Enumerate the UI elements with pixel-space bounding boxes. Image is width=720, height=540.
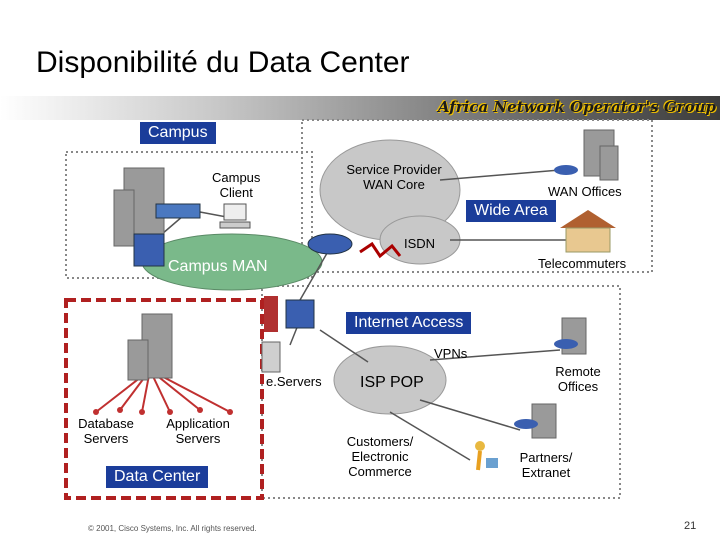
campus-pc-icon [219, 203, 251, 229]
firewall-icon [264, 296, 278, 332]
remote-offices-label: Remote Offices [555, 364, 601, 394]
customers-label: Customers/ Electronic Commerce [346, 434, 414, 479]
campus-switch-icon [155, 203, 201, 219]
page-title: Disponibilité du Data Center [36, 46, 410, 79]
link-vpn-remote [429, 349, 561, 361]
service-provider-label: Service Provider WAN Core [346, 162, 442, 192]
database-servers-label: Database Servers [78, 416, 134, 446]
remote-office-router-icon [554, 339, 578, 349]
wide-area-tag: Wide Area [466, 200, 556, 222]
wan-router-icon [307, 233, 353, 255]
copyright-footer: © 2001, Cisco Systems, Inc. All rights r… [88, 524, 257, 533]
internet-access-tag: Internet Access [346, 312, 472, 334]
link-isp-customer [389, 411, 471, 461]
partners-label: Partners/ Extranet [519, 450, 573, 480]
isdn-line [359, 241, 402, 259]
campus-client-label: Campus Client [212, 170, 261, 200]
eserver-icon [261, 341, 281, 373]
datacenter-region [64, 298, 264, 500]
isdn-label: ISDN [404, 236, 436, 251]
application-servers-label: Application Servers [166, 416, 230, 446]
eservers-label: e.Servers [266, 374, 322, 389]
isp-pop-cloud [333, 345, 447, 415]
telecommuters-label: Telecommuters [538, 256, 627, 271]
wan-office-router-icon [554, 165, 578, 175]
campus-tag: Campus [140, 122, 216, 144]
isp-pop-label: ISP POP [360, 374, 424, 391]
link-router-internet [299, 247, 331, 301]
link-wan-offices [439, 169, 561, 181]
wan-region [301, 119, 653, 273]
partner-router-icon [514, 419, 538, 429]
internet-switch-icon [285, 299, 315, 329]
customer-figure-icon [475, 441, 498, 471]
vpns-label: VPNs [434, 346, 468, 361]
page-number: 21 [684, 520, 697, 532]
brand-logo: Africa Network Operator's Group [437, 98, 716, 116]
partner-building-icon [531, 403, 557, 439]
wan-offices-label: WAN Offices [548, 184, 622, 199]
data-center-tag: Data Center [106, 466, 209, 488]
link-isp-router [319, 329, 369, 363]
core-switch-icon [133, 233, 165, 267]
campus-building-icon [113, 167, 165, 247]
datacenter-building-icon [127, 313, 173, 381]
wan-office-building-icon [583, 129, 619, 181]
campus-man-label: Campus MAN [168, 258, 268, 275]
header-band [0, 96, 720, 120]
telecommuter-house-icon [560, 210, 616, 253]
link-isp-partner [419, 399, 521, 431]
